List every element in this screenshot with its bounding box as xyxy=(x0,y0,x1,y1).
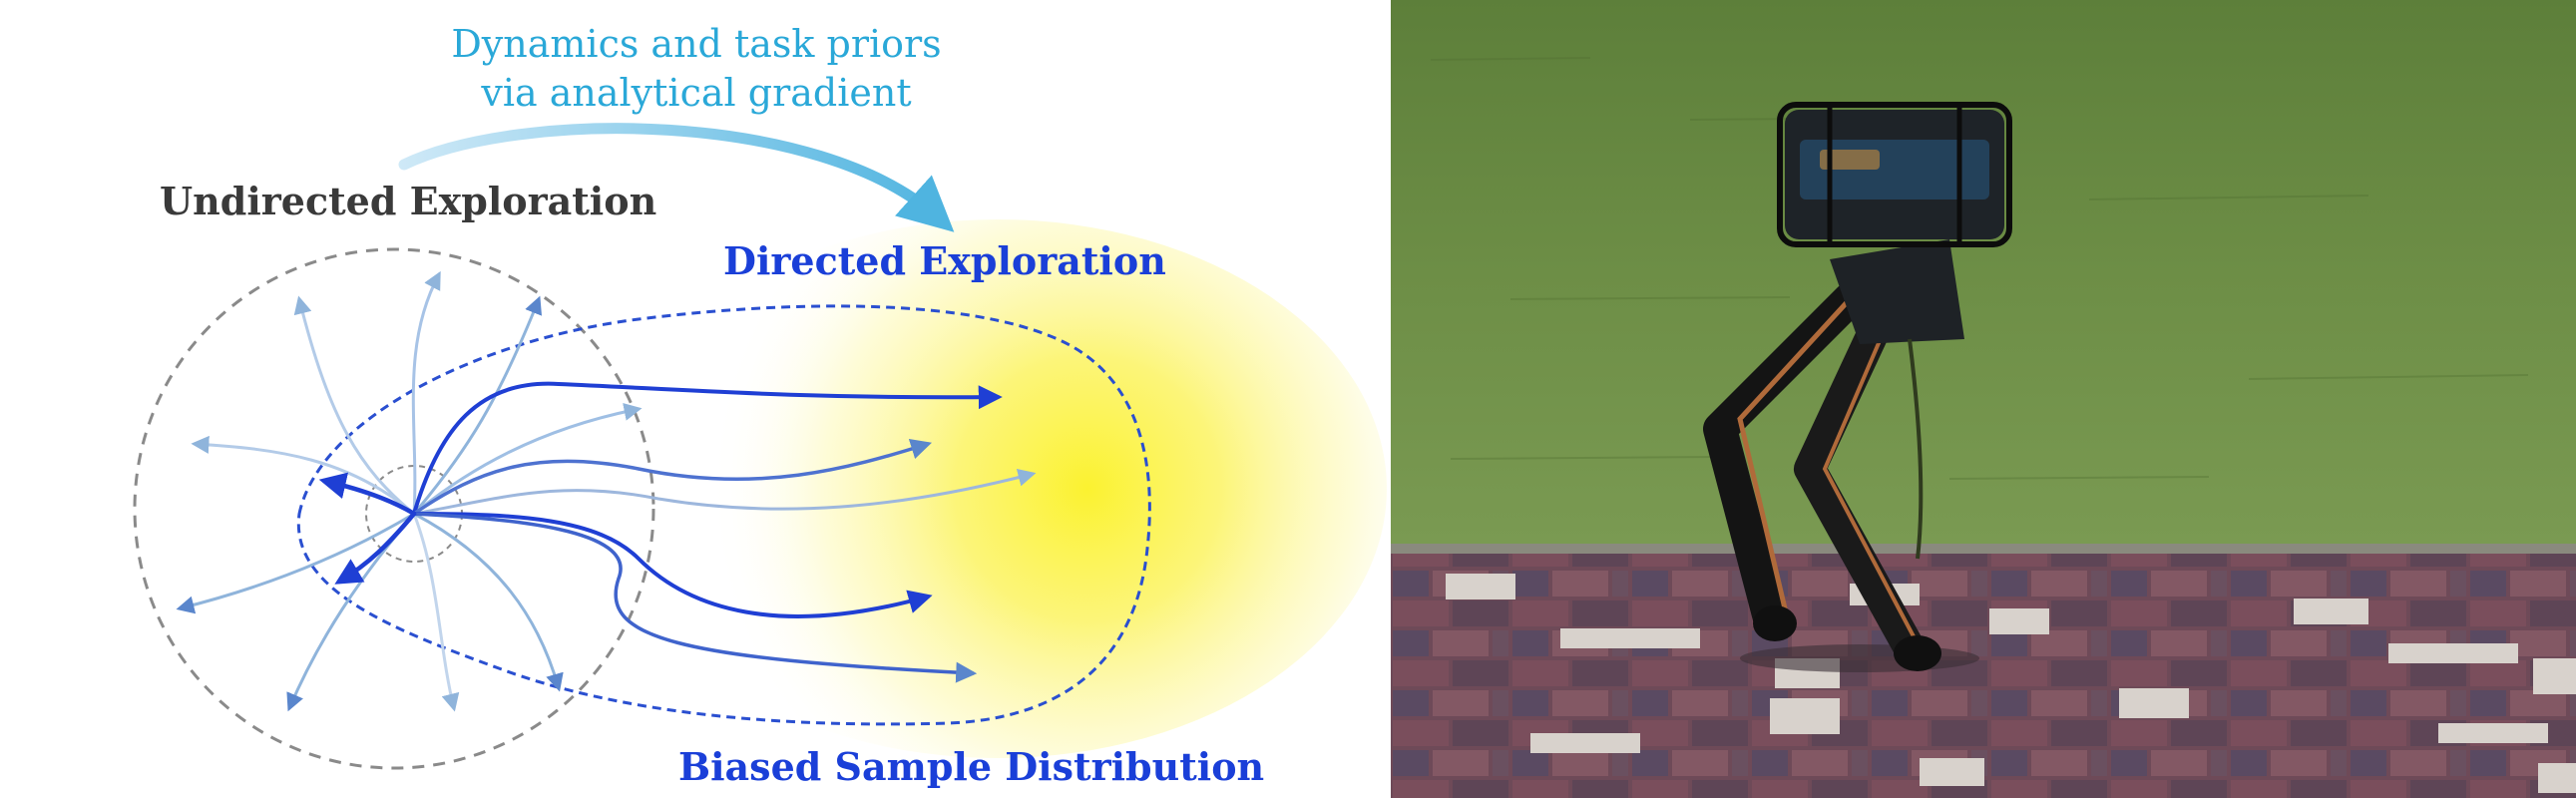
prior-label-line1: Dynamics and task priors xyxy=(451,22,941,66)
undirected-arrow xyxy=(411,270,441,516)
undirected-arrows xyxy=(176,270,1037,712)
directed-arrow xyxy=(412,438,933,516)
directed-exploration-label: Directed Exploration xyxy=(723,238,1166,283)
undirected-arrow xyxy=(293,295,416,516)
directed-arrows xyxy=(318,381,1003,683)
biased-distribution-boundary xyxy=(296,304,1151,726)
undirected-arrow xyxy=(191,435,416,516)
undirected-arrow xyxy=(412,295,543,516)
brick-pavement xyxy=(1391,554,2576,798)
diagram-canvas: Dynamics and task priors via analytical … xyxy=(133,22,1387,789)
light-tiles xyxy=(1446,574,2576,793)
curb xyxy=(1391,544,2576,554)
quadruped-robot xyxy=(1703,102,2012,672)
prior-arrow xyxy=(398,123,955,232)
exploration-diagram: Dynamics and task priors via analytical … xyxy=(133,22,1387,789)
undirected-arrow xyxy=(412,512,460,712)
directed-arrow xyxy=(412,512,978,683)
undirected-arrow xyxy=(412,403,643,516)
biased-sample-distribution-label: Biased Sample Distribution xyxy=(678,744,1264,789)
photo-canvas xyxy=(1391,0,2576,798)
undirected-arrow xyxy=(176,512,416,614)
undirected-circle xyxy=(133,247,655,770)
undirected-arrow xyxy=(412,468,1037,516)
prior-label-line2: via analytical gradient xyxy=(480,71,911,115)
grass-area xyxy=(1391,0,2576,547)
undirected-arrow xyxy=(412,512,564,692)
undirected-exploration-label: Undirected Exploration xyxy=(160,179,656,223)
robot-photo xyxy=(1391,0,2576,798)
directed-arrow xyxy=(318,472,417,517)
directed-arrow xyxy=(412,512,933,618)
directed-arrow xyxy=(334,511,417,585)
directed-arrow xyxy=(412,381,1003,516)
glow-region xyxy=(609,219,1387,758)
undirected-arrow xyxy=(286,512,416,712)
